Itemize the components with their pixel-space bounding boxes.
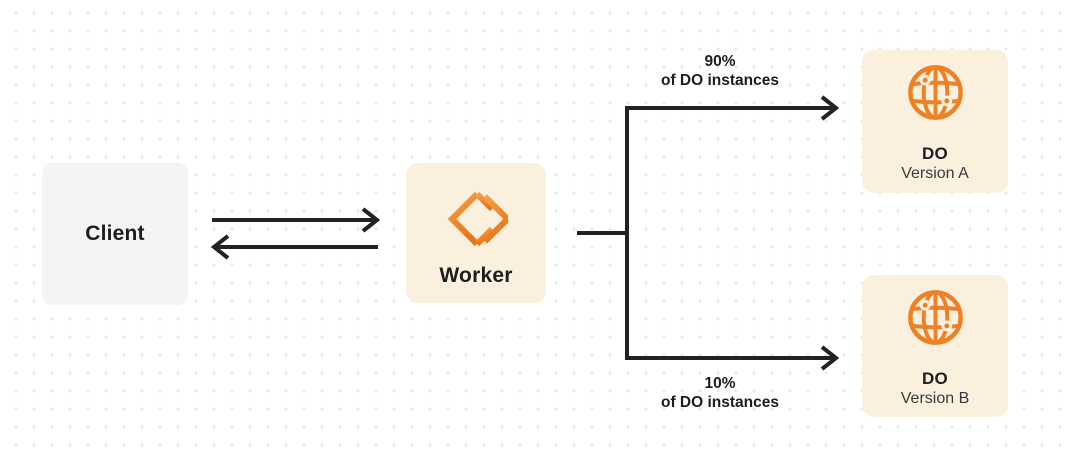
worker-label: Worker (439, 264, 513, 287)
bottom-branch-label: 10% of DO instances (610, 374, 830, 412)
do-version-b-node: DO Version B (862, 275, 1008, 417)
top-branch-arrowhead (820, 95, 840, 121)
client-to-worker-arrowhead (361, 207, 381, 233)
globe-icon (904, 61, 967, 124)
workers-icon (444, 187, 512, 251)
do-b-subtitle: Version B (900, 390, 970, 407)
do-b-title: DO (921, 369, 949, 388)
client-label: Client (85, 222, 145, 245)
worker-to-client-arrowhead (210, 234, 230, 260)
top-branch-caption: of DO instances (661, 72, 779, 89)
do-version-a-node: DO Version A (862, 50, 1008, 193)
bottom-branch-arrowhead (820, 345, 840, 371)
top-branch-percent: 90% (704, 53, 736, 70)
do-a-subtitle: Version A (901, 165, 969, 182)
bottom-branch-percent: 10% (704, 375, 736, 392)
do-a-title: DO (921, 144, 949, 163)
globe-icon (904, 286, 967, 349)
client-node: Client (42, 163, 188, 305)
top-branch-label: 90% of DO instances (610, 52, 830, 90)
bottom-branch-caption: of DO instances (661, 394, 779, 411)
worker-node: Worker (406, 163, 546, 303)
